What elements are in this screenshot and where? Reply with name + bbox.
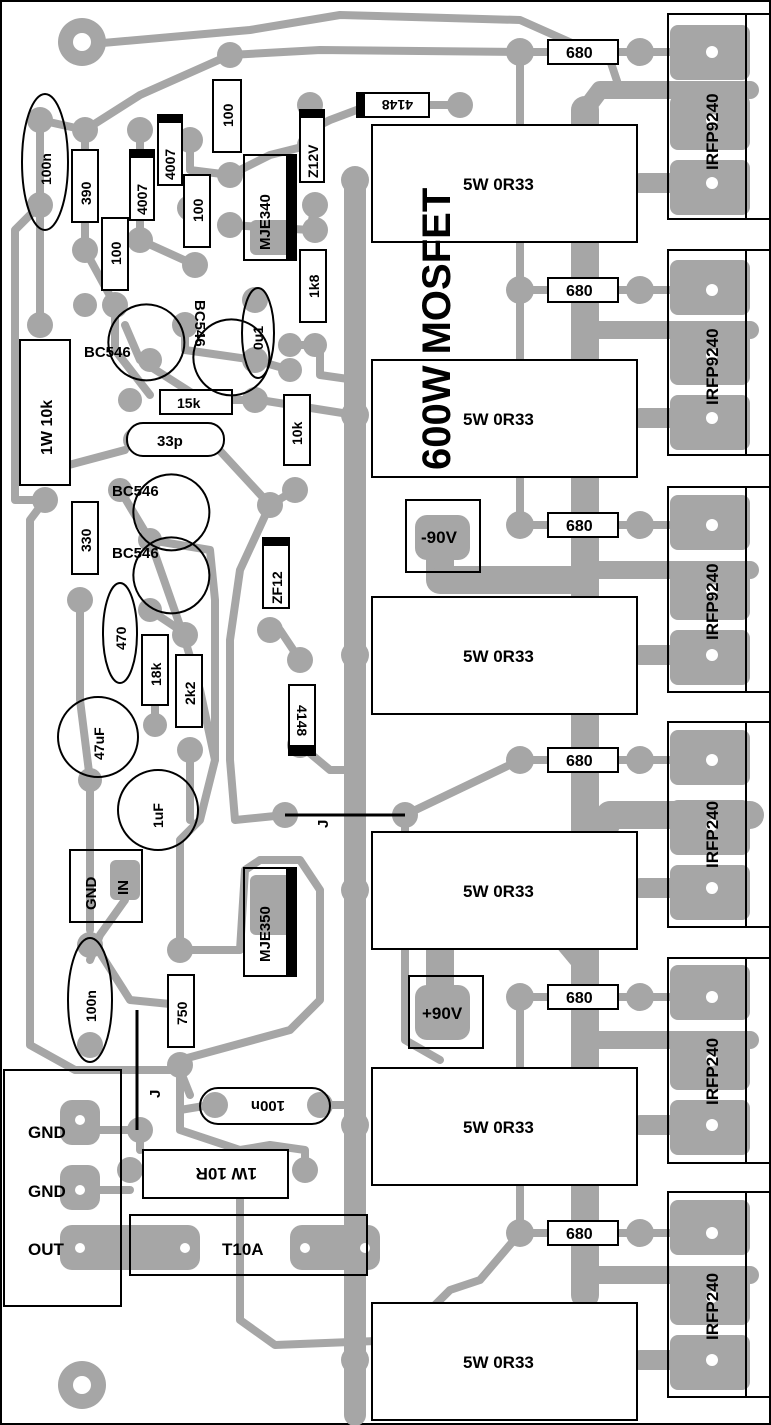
neg-supply-label: -90V <box>421 528 458 547</box>
z12v-label: Z12V <box>305 144 321 178</box>
mje340-label: MJE340 <box>257 194 274 250</box>
r2k2-label: 2k2 <box>182 681 198 705</box>
c0u1-label: 0u1 <box>250 326 266 350</box>
pad-holes <box>75 46 718 1366</box>
r1w10k-label: 1W 10k <box>39 400 56 455</box>
jumper-1-label: J <box>315 820 332 828</box>
r390-label: 390 <box>78 181 94 205</box>
rg-6-label: 680 <box>566 1226 593 1243</box>
q2-label: BC546 <box>191 300 208 347</box>
q1-label: BC546 <box>84 344 131 361</box>
r15k-label: 15k <box>177 395 201 411</box>
mounting-holes <box>58 18 106 1409</box>
c100n-bot-label: 100n <box>83 990 99 1022</box>
source-resistor-labels: 5W 0R33 5W 0R33 5W 0R33 5W 0R33 5W 0R33 … <box>463 175 534 1372</box>
pos-supply-label: +90V <box>422 1004 463 1023</box>
r10k-label: 10k <box>289 421 305 445</box>
jumper-2-label: J <box>147 1090 164 1098</box>
rs-6-label: 5W 0R33 <box>463 1353 534 1372</box>
fuse-label: T10A <box>222 1240 264 1259</box>
q-out-6-label: IRFP240 <box>703 1273 722 1340</box>
q-out-5-label: IRFP240 <box>703 1038 722 1105</box>
q-out-3-label: IRFP9240 <box>703 563 722 640</box>
d-4148-top-label: 4148 <box>382 97 413 113</box>
c1uf-label: 1uF <box>150 803 166 828</box>
rs-2-label: 5W 0R33 <box>463 410 534 429</box>
q3-label: BC546 <box>112 483 159 500</box>
q4-label: BC546 <box>112 545 159 562</box>
d-4148-mid-label: 4148 <box>294 705 310 736</box>
r18k-label: 18k <box>148 662 164 686</box>
r100c-label: 100 <box>190 198 206 222</box>
rs-4-label: 5W 0R33 <box>463 882 534 901</box>
q-out-4-label: IRFP240 <box>703 801 722 868</box>
r750-label: 750 <box>174 1001 190 1025</box>
c47uf-label: 47uF <box>91 727 107 760</box>
d-4007-1-label: 4007 <box>134 184 150 215</box>
input-gnd-label: GND <box>83 877 100 911</box>
rg-3-label: 680 <box>566 518 593 535</box>
rg-5-label: 680 <box>566 990 593 1007</box>
diode-bands <box>130 93 365 976</box>
d-4007-2-label: 4007 <box>162 149 178 180</box>
r100b-label: 100 <box>220 103 236 127</box>
c100n-top-label: 100n <box>38 153 54 185</box>
r1k8-label: 1k8 <box>306 274 322 298</box>
c100n-mid-label: 100n <box>251 1097 285 1114</box>
q-out-1-label: IRFP9240 <box>703 93 722 170</box>
gate-resistor-labels: 680 680 680 680 680 680 <box>566 45 593 1243</box>
c33p-label: 33p <box>157 433 183 450</box>
zf12-label: ZF12 <box>269 571 285 604</box>
component-outlines <box>3 13 770 1421</box>
r100a-label: 100 <box>108 241 124 265</box>
rs-3-label: 5W 0R33 <box>463 647 534 666</box>
rg-1-label: 680 <box>566 45 593 62</box>
jumper-wires <box>135 813 405 1130</box>
rs-5-label: 5W 0R33 <box>463 1118 534 1137</box>
r330-label: 330 <box>78 528 94 552</box>
input-in-label: IN <box>115 880 132 895</box>
output-transistor-labels: IRFP9240 IRFP9240 IRFP9240 IRFP240 IRFP2… <box>703 93 722 1340</box>
q-out-2-label: IRFP9240 <box>703 328 722 405</box>
rg-4-label: 680 <box>566 753 593 770</box>
mje350-label: MJE350 <box>257 906 274 962</box>
output-gnd1-label: GND <box>28 1123 66 1142</box>
r1w10r-label: 1W 10R <box>196 1164 257 1183</box>
rg-2-label: 680 <box>566 283 593 300</box>
output-out-label: OUT <box>28 1240 65 1259</box>
c470-label: 470 <box>113 626 129 650</box>
title-label: 600W MOSFET <box>415 188 459 470</box>
output-gnd2-label: GND <box>28 1182 66 1201</box>
rs-1-label: 5W 0R33 <box>463 175 534 194</box>
